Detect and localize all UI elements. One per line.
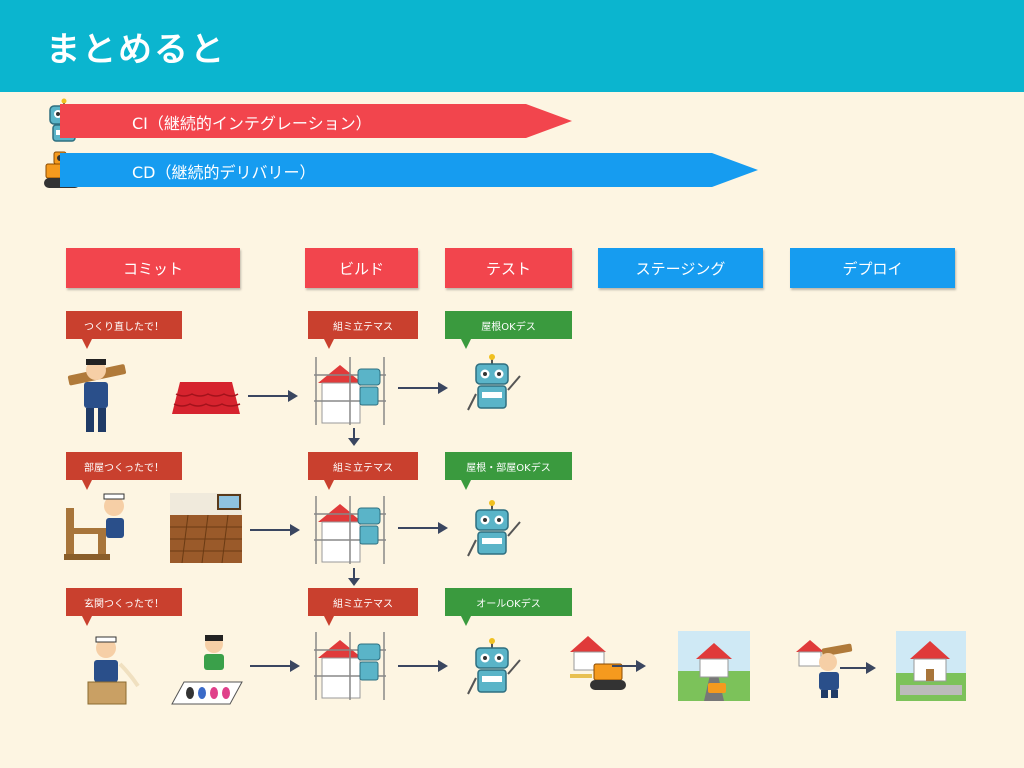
cd-pipeline-label: CD（継続的デリバリー） <box>132 163 316 182</box>
robot-tester-illustration <box>467 354 521 411</box>
scaffold-build-illustration <box>314 496 386 564</box>
robot-tester-illustration <box>467 638 521 695</box>
scaffold-build-illustration <box>314 357 386 425</box>
stage-staging: ステージング <box>598 248 763 288</box>
slide-title: まとめると <box>46 30 226 70</box>
ci-pipeline-label: CI（継続的インテグレーション） <box>132 114 372 133</box>
bubble-row3-build: 組ミ立テマス <box>308 588 418 626</box>
bubble-row2-commit: 部屋つくったで！ <box>66 452 182 490</box>
staging-house-scene <box>678 631 750 701</box>
bubble-row1-build: 組ミ立テマス <box>308 311 418 349</box>
robot-tester-illustration <box>467 500 521 557</box>
flow-arrow-down <box>348 428 360 446</box>
carpenter-box-illustration <box>87 636 140 705</box>
flow-arrow <box>398 382 448 394</box>
flow-arrow <box>248 390 298 402</box>
stage-deploy: デプロイ <box>790 248 955 288</box>
cd-pipeline-arrow: CD（継続的デリバリー） <box>60 153 758 187</box>
bubble-row3-commit: 玄関つくったで！ <box>66 588 182 626</box>
flow-arrow <box>840 662 876 674</box>
carpenter-illustration <box>67 359 127 432</box>
bubble-row1-test: 屋根OKデス <box>445 311 572 349</box>
carpenter-chair-illustration <box>64 493 125 560</box>
flow-arrow <box>398 660 448 672</box>
entrance-slippers-illustration <box>171 635 243 705</box>
room-floor-illustration <box>170 493 242 563</box>
bubble-row3-test: オールOKデス <box>445 588 572 626</box>
stage-build: ビルド <box>305 248 418 288</box>
flow-arrow <box>250 524 300 536</box>
carpenter-house-illustration <box>796 640 853 698</box>
scaffold-build-illustration <box>314 632 386 700</box>
stage-commit: コミット <box>66 248 240 288</box>
stage-test: テスト <box>445 248 572 288</box>
bubble-row1-commit: つくり直したで！ <box>66 311 182 349</box>
flow-arrow-down <box>348 568 360 586</box>
bubble-row2-test: 屋根・部屋OKデス <box>445 452 572 490</box>
flow-arrow <box>612 660 646 672</box>
bubble-row2-build: 組ミ立テマス <box>308 452 418 490</box>
slide-header: まとめると <box>0 0 1024 92</box>
ci-pipeline-arrow: CI（継続的インテグレーション） <box>60 104 572 138</box>
roof-tiles-illustration <box>172 382 241 414</box>
bulldozer-house-illustration <box>570 636 626 690</box>
flow-arrow <box>398 522 448 534</box>
flow-arrow <box>250 660 300 672</box>
deployed-house-scene <box>896 631 966 701</box>
